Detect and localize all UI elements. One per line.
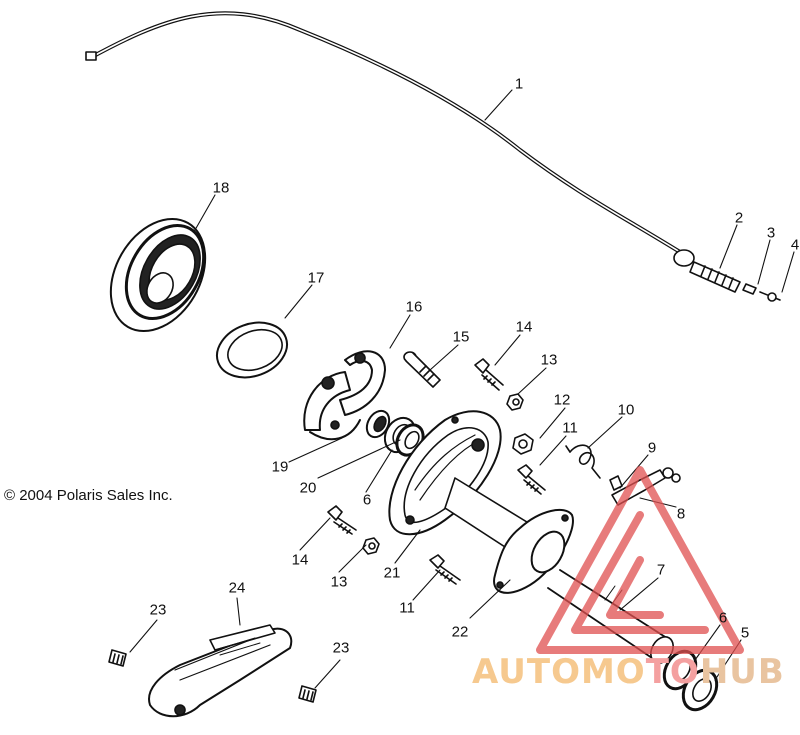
callout-2: 2: [734, 209, 744, 227]
callout-23-lower: 23: [332, 639, 350, 657]
brake-panel: [388, 410, 502, 536]
brake-shoes: [303, 350, 386, 441]
callout-10: 10: [617, 401, 635, 419]
callout-15: 15: [452, 328, 470, 346]
callout-22: 22: [451, 623, 469, 641]
callout-9: 9: [647, 439, 657, 457]
callout-21: 21: [383, 564, 401, 582]
callout-14-upper: 14: [515, 318, 533, 336]
copyright-notice: © 2004 Polaris Sales Inc.: [4, 487, 173, 504]
callout-13-upper: 13: [540, 351, 558, 369]
watermark-logo: [536, 466, 744, 654]
hex-nut: [512, 433, 534, 455]
callout-7: 7: [656, 561, 666, 579]
screw-23-upper: [108, 649, 127, 667]
callout-19: 19: [271, 458, 289, 476]
bolt-11-lower: [429, 554, 461, 585]
callout-3: 3: [766, 224, 776, 242]
return-spring: [565, 444, 601, 479]
watermark-text-part1: AUTOMO: [472, 652, 646, 692]
callout-14-lower: 14: [291, 551, 309, 569]
callout-13-lower: 13: [330, 573, 348, 591]
callout-24: 24: [228, 579, 246, 597]
watermark-text-part3: HUB: [699, 652, 785, 692]
bolt-lower: [327, 505, 357, 535]
watermark-text-part2: TO: [645, 652, 700, 692]
seal-5: [681, 668, 719, 712]
callout-17: 17: [307, 269, 325, 287]
callout-18: 18: [212, 179, 230, 197]
callout-16: 16: [405, 298, 423, 316]
callout-4: 4: [790, 236, 800, 254]
screw-23-lower: [298, 685, 317, 703]
cable-adjuster: [673, 249, 781, 302]
callout-6-upper: 6: [362, 491, 372, 509]
bolt-11-upper: [517, 464, 546, 495]
watermark-text: AUTOMOTOHUB: [472, 652, 785, 692]
callout-20: 20: [299, 479, 317, 497]
brake-liner-ring: [216, 321, 288, 379]
callout-1: 1: [514, 75, 524, 93]
nut-upper: [506, 393, 524, 411]
brake-drum: [109, 217, 207, 333]
callout-23-upper: 23: [149, 601, 167, 619]
callout-12: 12: [553, 391, 571, 409]
bolt-upper: [474, 358, 504, 391]
brake-cable: [85, 11, 682, 254]
callout-5: 5: [740, 624, 750, 642]
leader-lines: [129, 89, 795, 689]
callout-8: 8: [676, 505, 686, 523]
chain-guard: [148, 624, 293, 718]
callout-11-lower: 11: [399, 599, 415, 617]
brake-camshaft: [403, 351, 441, 388]
axle-housing: [444, 477, 574, 594]
callout-6-lower: 6: [718, 609, 728, 627]
callout-11-upper: 11: [562, 419, 578, 437]
